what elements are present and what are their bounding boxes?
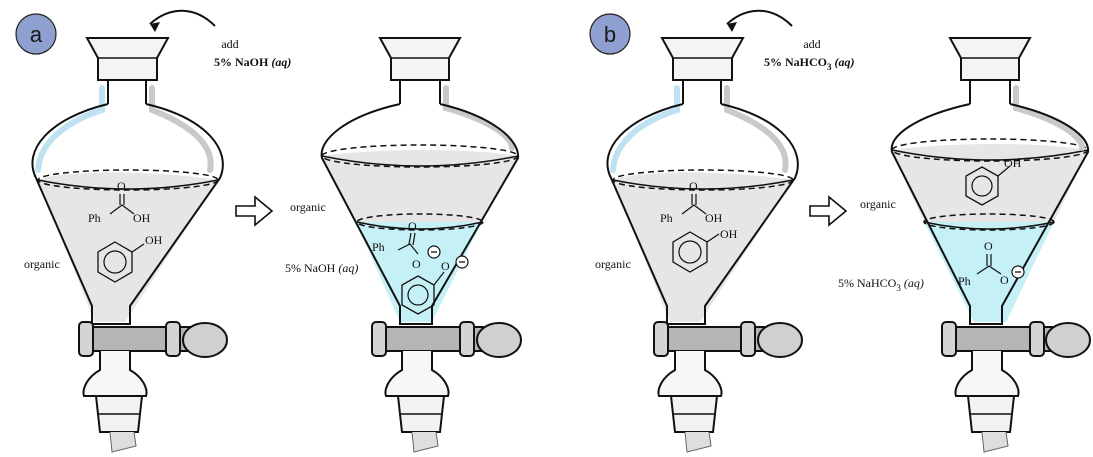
aqueous-label: 5% NaHCO3 (aq): [838, 276, 924, 293]
svg-text:Ph: Ph: [88, 211, 101, 225]
add-label: add: [221, 37, 238, 51]
panel-a: a add 5% NaOH (aq): [15, 9, 522, 453]
aqueous-label: 5% NaOH (aq): [285, 261, 358, 275]
svg-text:Ph: Ph: [372, 240, 385, 254]
organic-label: organic: [24, 257, 60, 271]
reagent-label: 5% NaHCO3 (aq): [764, 55, 855, 72]
svg-text:Ph: Ph: [958, 274, 971, 288]
svg-text:OH: OH: [133, 211, 151, 225]
funnel-a-before: organic O Ph OH OH: [24, 37, 228, 453]
svg-text:Ph: Ph: [660, 211, 673, 225]
funnel-b-before: organic O Ph OH OH: [595, 37, 803, 453]
funnel-b-after: organic 5% NaHCO3 (aq) OH O Ph O: [838, 37, 1091, 453]
panel-letter: b: [604, 22, 616, 47]
svg-text:OH: OH: [145, 233, 163, 247]
panel-badge: [589, 13, 631, 55]
svg-text:O: O: [412, 257, 421, 271]
panel-b: b add 5% NaHCO3 (aq) organic: [589, 9, 1091, 453]
process-arrow: [235, 195, 274, 227]
svg-text:OH: OH: [720, 227, 738, 241]
svg-text:OH: OH: [1004, 156, 1022, 170]
reagent-label: 5% NaOH (aq): [214, 55, 291, 69]
funnel-a-after: organic 5% NaOH (aq) O Ph O O: [285, 37, 522, 453]
organic-label: organic: [595, 257, 631, 271]
svg-text:O: O: [689, 179, 698, 193]
add-arrow: [726, 9, 793, 27]
panel-badge: [15, 13, 57, 55]
svg-text:O: O: [1000, 273, 1009, 287]
organic-label: organic: [290, 200, 326, 214]
svg-text:O: O: [117, 179, 126, 193]
svg-text:O: O: [984, 239, 993, 253]
panel-letter: a: [30, 22, 43, 47]
add-label: add: [803, 37, 820, 51]
svg-text:O: O: [441, 259, 450, 273]
organic-label: organic: [860, 197, 896, 211]
svg-text:O: O: [408, 219, 417, 233]
process-arrow: [809, 195, 848, 227]
svg-text:OH: OH: [705, 211, 723, 225]
add-arrow: [149, 9, 216, 27]
